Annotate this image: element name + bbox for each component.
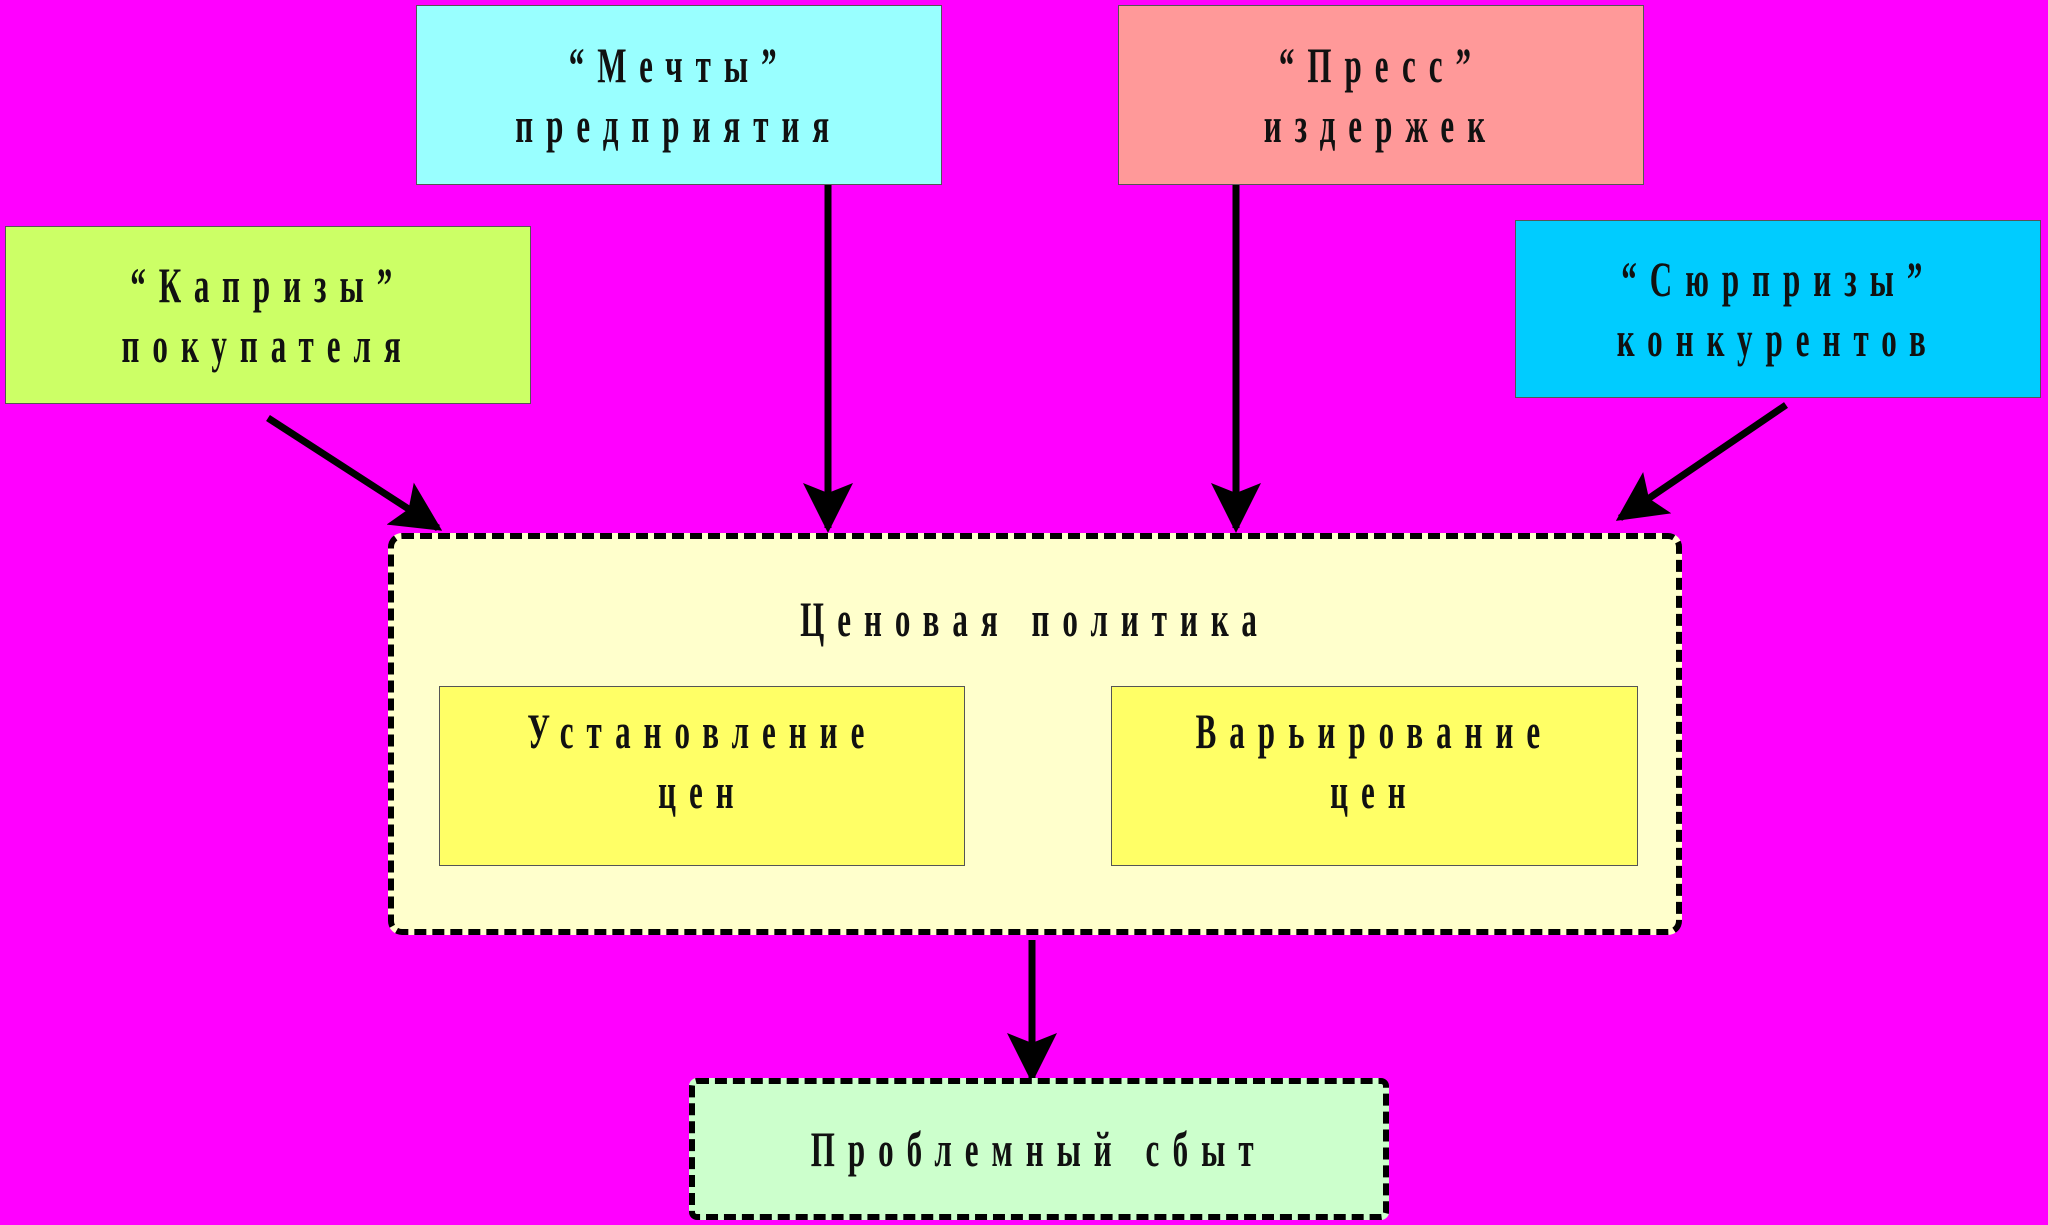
competitor-surprises-box: “Сюрпризы” конкурентов xyxy=(1515,220,2041,398)
surprises-line2: конкурентов xyxy=(1616,311,1940,367)
varying-line1: Варьирование xyxy=(1195,703,1554,759)
setting-line1: Установление xyxy=(526,703,878,759)
problem-sales-label: Проблемный сбыт xyxy=(811,1121,1267,1177)
whims-line2: покупателя xyxy=(121,317,415,373)
price-varying-box: Варьирование цен xyxy=(1111,686,1638,866)
setting-line2: цен xyxy=(657,763,747,819)
price-setting-box: Установление цен xyxy=(439,686,965,866)
press-line2: издержек xyxy=(1263,97,1499,153)
cost-press-box: “Пресс” издержек xyxy=(1118,5,1644,185)
price-policy-title: Ценовая политика xyxy=(394,589,1676,649)
whims-line1: “Капризы” xyxy=(130,257,406,313)
price-policy-title-text: Ценовая политика xyxy=(800,591,1270,647)
problem-sales-box: Проблемный сбыт xyxy=(689,1078,1389,1220)
press-line1: “Пресс” xyxy=(1278,37,1484,93)
surprises-line1: “Сюрпризы” xyxy=(1620,251,1936,307)
arrow-whims-to-policy xyxy=(266,415,443,531)
dreams-of-enterprise-box: “Мечты” предприятия xyxy=(416,5,942,185)
dreams-line2: предприятия xyxy=(515,97,843,153)
arrow-surprises-to-policy xyxy=(1615,402,1788,521)
varying-line2: цен xyxy=(1330,763,1419,819)
buyer-whims-box: “Капризы” покупателя xyxy=(5,226,531,404)
dreams-line1: “Мечты” xyxy=(568,37,790,93)
